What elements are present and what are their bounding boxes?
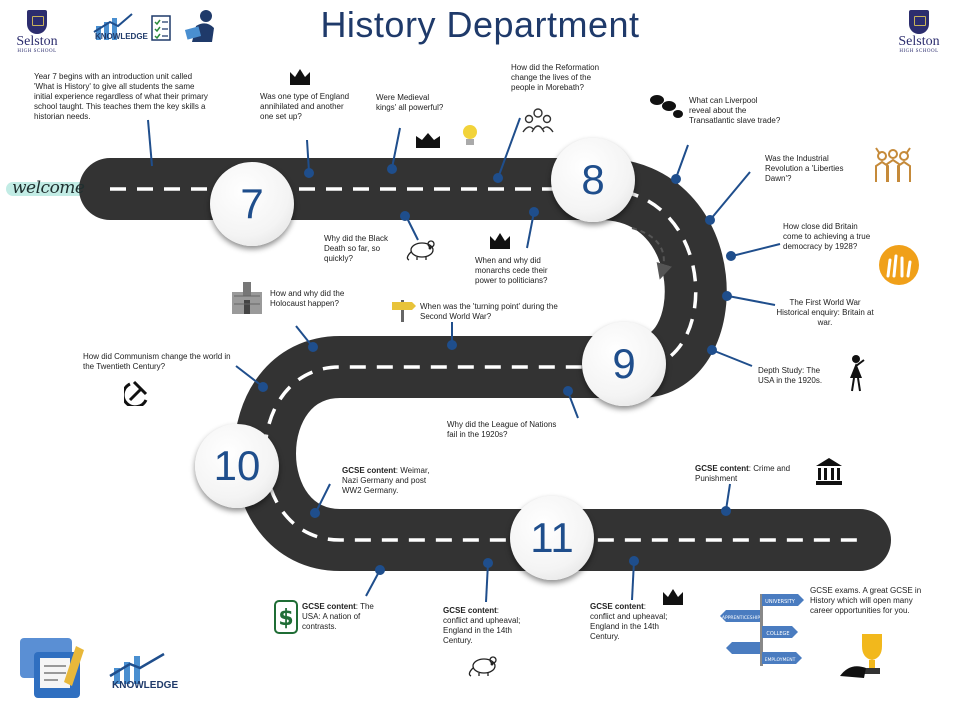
svg-text:$: $: [278, 606, 293, 631]
page-title: History Department: [320, 4, 640, 45]
label-gcse-crime: GCSE content: Crime and Punishment: [695, 464, 807, 484]
label-england-annihilated: Was one type of England annihilated and …: [260, 92, 350, 121]
signpost-apprenticeship: APPRENTICESHIP: [722, 615, 760, 621]
books-icon: [92, 12, 140, 42]
crown-icon: [414, 130, 442, 150]
road-center-dashes: [110, 187, 860, 542]
people-icon: [522, 106, 554, 134]
crown-icon: [288, 66, 312, 86]
label-gcse-conflict-2: GCSE content: conflict and upheaval; Eng…: [590, 602, 672, 642]
school-name: Selston: [898, 34, 940, 49]
label-medieval-kings: Were Medieval kings' all powerful?: [376, 93, 444, 112]
label-democracy: How close did Britain come to achieving …: [783, 222, 871, 251]
signpost-icon: UNIVERSITY APPRENTICESHIP COLLEGE EMPLOY…: [716, 588, 806, 668]
label-gcse-usa: GCSE content: The USA: A nation of contr…: [302, 602, 384, 632]
label-industrial-revolution: Was the Industrial Revolution a 'Liberti…: [765, 154, 844, 183]
label-gcse-exams: GCSE exams. A great GCSE in History whic…: [810, 586, 922, 615]
books-icon: [108, 652, 172, 688]
knowledge-label: KNOWLEDGE: [95, 32, 148, 41]
school-logo-left: Selston HIGH SCHOOL: [14, 10, 60, 54]
signpost-college: COLLEGE: [766, 631, 789, 637]
school-logo-right: Selston HIGH SCHOOL: [894, 10, 944, 54]
gcse-heading: GCSE content: [695, 464, 749, 473]
signpost-university: UNIVERSITY: [765, 599, 796, 605]
gcse-body: : conflict and upheaval; England in the …: [590, 602, 668, 641]
crown-icon: [661, 586, 685, 606]
museum-icon: [814, 456, 844, 486]
label-league-of-nations: Why did the League of Nations fail in th…: [447, 420, 557, 439]
label-year7-intro: Year 7 begins with an introduction unit …: [34, 72, 208, 121]
gcse-heading: GCSE content: [590, 602, 644, 611]
label-monarchs: When and why did monarchs cede their pow…: [475, 256, 548, 285]
crown-icon: [488, 230, 512, 250]
label-usa-1920s: Depth Study: The USA in the 1920s.: [758, 366, 823, 385]
milestone-year-11: 11: [510, 496, 594, 580]
gcse-heading: GCSE content: [302, 602, 356, 611]
woman-silhouette-icon: [846, 354, 868, 392]
label-ww1: The First World War Historical enquiry: …: [776, 298, 874, 327]
milestone-year-8: 8: [551, 138, 635, 222]
gcse-body: : conflict and upheaval; England in the …: [443, 606, 521, 645]
welcome-sign: welcome: [6, 178, 86, 198]
label-liverpool: What can Liverpool reveal about the Tran…: [689, 96, 781, 125]
label-gcse-conflict-1: GCSE content: conflict and upheaval; Eng…: [443, 606, 525, 646]
gate-icon: [230, 278, 264, 316]
gcse-heading: GCSE content: [342, 466, 396, 475]
label-gcse-weimar: GCSE content: Weimar, Nazi Germany and p…: [342, 466, 440, 496]
crest-icon: [27, 10, 47, 34]
milestone-year-9: 9: [582, 322, 666, 406]
rat-icon: [404, 236, 438, 262]
trophy-icon: [838, 632, 890, 682]
chat-icon: [18, 636, 90, 708]
raised-hands-icon: [878, 244, 920, 286]
label-ww2: When was the 'turning point' during the …: [420, 302, 558, 321]
checklist-icon: [150, 14, 176, 42]
crowd-icon: [870, 144, 916, 184]
chains-icon: [648, 92, 684, 120]
milestone-year-7: 7: [210, 162, 294, 246]
gcse-body: : Crime and Punishment: [695, 464, 791, 483]
crest-icon: [909, 10, 929, 34]
lightbulb-icon: [459, 122, 481, 150]
gcse-body: : The USA: A nation of contrasts.: [302, 602, 374, 631]
knowledge-label: KNOWLEDGE: [112, 680, 179, 691]
gcse-heading: GCSE content: [443, 606, 497, 615]
label-reformation: How did the Reformation change the lives…: [511, 63, 600, 92]
dollar-icon: $: [274, 600, 298, 634]
reader-icon: [182, 8, 220, 44]
signpost-icon: [388, 298, 418, 324]
label-black-death: Why did the Black Death so far, so quick…: [324, 234, 389, 263]
school-name: Selston: [16, 34, 58, 49]
pointer-lines: [147, 117, 781, 603]
school-sub: HIGH SCHOOL: [899, 49, 939, 54]
signpost-employment: EMPLOYMENT: [765, 657, 796, 663]
rat-icon: [466, 652, 500, 678]
milestone-year-10: 10: [195, 424, 279, 508]
label-holocaust: How and why did the Holocaust happen?: [270, 289, 345, 308]
hammer-sickle-icon: [124, 378, 152, 406]
school-sub: HIGH SCHOOL: [17, 49, 57, 54]
gcse-body: : Weimar, Nazi Germany and post WW2 Germ…: [342, 466, 430, 495]
label-communism: How did Communism change the world in th…: [83, 352, 231, 371]
curved-arrow: [631, 227, 672, 280]
